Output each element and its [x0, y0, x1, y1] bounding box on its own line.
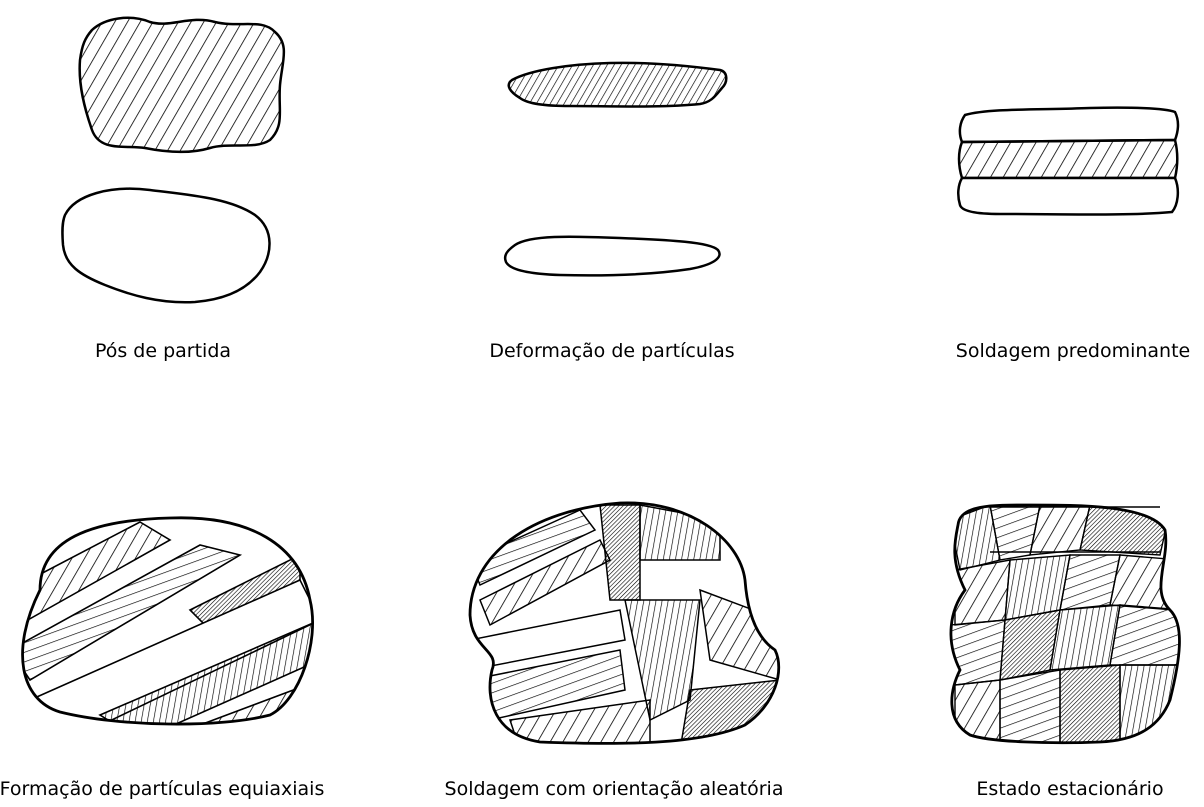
starting-powders-figure [62, 18, 284, 302]
caption-starting-powders: Pós de partida [95, 340, 231, 362]
equiaxed-particles-figure [0, 500, 340, 740]
flattened-plain-particle [505, 237, 719, 276]
predominant-welding-figure [958, 108, 1178, 215]
steady-state-figure [940, 500, 1190, 750]
welded-bottom-layer [958, 178, 1178, 215]
caption-random-orientation: Soldagem com orientação aleatória [445, 778, 784, 800]
particle-deformation-figure [505, 63, 726, 275]
welded-top-layer [960, 108, 1178, 142]
flattened-hatched-particle [509, 63, 727, 107]
caption-particle-deformation: Deformação de partículas [489, 340, 734, 362]
random-orientation-figure [460, 495, 790, 755]
plain-powder-particle [62, 189, 269, 303]
caption-steady-state: Estado estacionário [976, 778, 1163, 800]
welded-middle-layer [959, 140, 1177, 178]
caption-predominant-welding: Soldagem predominante [956, 340, 1190, 362]
hatched-powder-particle [80, 18, 284, 152]
caption-equiaxed-formation: Formação de partículas equiaxiais [0, 778, 324, 800]
